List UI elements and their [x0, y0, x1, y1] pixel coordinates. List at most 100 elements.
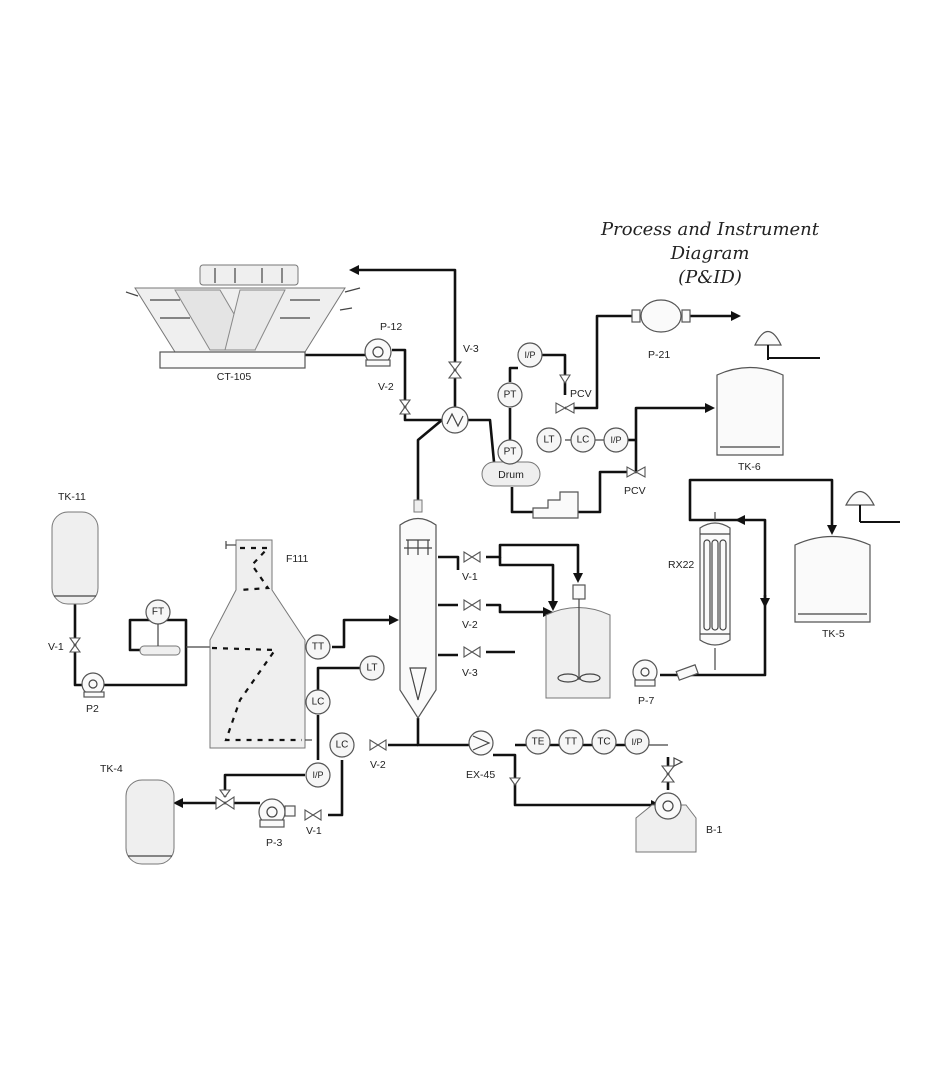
pipe-hx-drum	[468, 418, 496, 463]
lt-drum-label: LT	[544, 435, 555, 446]
pipe-v2-reactor	[486, 603, 553, 617]
pt-lower-label: PT	[504, 447, 517, 458]
tt-ex: TT	[558, 729, 584, 755]
tk4-label: TK-4	[100, 763, 123, 775]
exchanger-ex45: EX-45	[466, 730, 522, 786]
pipe-ip-valve	[223, 773, 305, 797]
lc-column-label: LC	[312, 697, 325, 708]
v3-top-label: V-3	[463, 343, 479, 355]
v3-col-label: V-3	[462, 667, 478, 679]
pipe-drum-trap	[510, 487, 533, 514]
pipe-lt	[316, 666, 360, 700]
pump-p3: P-3	[258, 798, 296, 849]
boiler-b1: B-1	[635, 792, 723, 853]
pipe-pcv-p21	[565, 314, 632, 410]
b1-label: B-1	[706, 824, 723, 836]
pipe-lc-v1	[328, 760, 344, 817]
pipe-p12-hx	[392, 348, 442, 422]
tt-furnace: TT	[305, 634, 331, 660]
ip-top: I/P	[517, 342, 543, 368]
valve-v3-top: V-3	[447, 343, 479, 379]
furnace-f111: F111	[209, 539, 312, 749]
diagram-title: Process and Instrument Diagram (P&ID)	[560, 218, 860, 290]
tc-label: TC	[597, 737, 610, 748]
tank-tk11: TK-11	[51, 491, 99, 605]
valve-boiler	[660, 757, 684, 783]
pipe-column-bottom	[416, 718, 470, 747]
valve-v1-left: V-1	[48, 637, 82, 653]
ex45-label: EX-45	[466, 769, 495, 781]
valve-tk4	[215, 789, 235, 811]
valve-pcv-top: PCV	[555, 374, 592, 414]
pipe-outlet-1	[438, 555, 460, 570]
pt-lower: PT	[497, 439, 523, 465]
valve-v1-bottom: V-1	[304, 809, 322, 837]
cooling-tower: CT-105	[125, 264, 361, 383]
te-instrument: TE	[525, 729, 551, 755]
pcv-top-label: PCV	[570, 388, 592, 400]
v1-left-label: V-1	[48, 641, 64, 653]
pump-p2: P2	[81, 672, 105, 715]
valve-v1-column: V-1	[462, 551, 481, 583]
drum-label: Drum	[498, 469, 524, 481]
pcv-mid-label: PCV	[624, 485, 646, 497]
pump-p7: P-7	[632, 659, 699, 707]
p2-label: P2	[86, 703, 99, 715]
p7-label: P-7	[638, 695, 655, 707]
lc-bottom: LC	[329, 732, 355, 758]
ip-ex-label: I/P	[631, 737, 642, 747]
pipe-to-tk6	[578, 403, 715, 514]
p21-label: P-21	[648, 349, 670, 361]
ip-ex: I/P	[624, 729, 650, 755]
valve-v2-bottom: V-2	[369, 739, 387, 771]
ip-drum-label: I/P	[610, 435, 621, 445]
title-line-1: Process and Instrument Diagram	[601, 219, 819, 264]
pt-upper-label: PT	[504, 390, 517, 401]
pipe-v1-reactor-2	[498, 557, 558, 611]
valve-pcv-mid: PCV	[624, 466, 646, 497]
lc-column: LC	[305, 689, 331, 715]
tk6-label: TK-6	[738, 461, 761, 473]
pipe-rx22-tk5	[688, 478, 837, 535]
ip-top-label: I/P	[524, 350, 535, 360]
heat-exchanger-top	[441, 406, 469, 434]
v2-col-label: V-2	[462, 619, 478, 631]
tank-tk4: TK-4	[100, 763, 175, 865]
agitated-reactor	[545, 584, 611, 699]
lc-drum-label: LC	[577, 435, 590, 446]
lt-column: LT	[359, 655, 385, 681]
pipe-pt-ip	[508, 366, 518, 382]
valve-v2-top: V-2	[378, 381, 412, 415]
pump-p21: P-21	[631, 299, 691, 361]
tank-tk6: TK-6	[716, 330, 820, 473]
valve-v3-column: V-3	[462, 646, 481, 679]
pipe-v1-reactor	[486, 543, 583, 583]
ft-instrument: FT	[139, 599, 181, 656]
tc-instrument: TC	[591, 729, 617, 755]
pipe-tk11-p2	[73, 602, 82, 687]
te-label: TE	[532, 737, 545, 748]
ip-bottom-label: I/P	[312, 770, 323, 780]
lt-drum: LT	[536, 427, 562, 453]
v2-bottom-label: V-2	[370, 759, 386, 771]
f111-label: F111	[286, 553, 309, 565]
steam-trap	[532, 491, 579, 519]
v2-top-label: V-2	[378, 381, 394, 393]
v1-col-label: V-1	[462, 571, 478, 583]
p3-label: P-3	[266, 837, 283, 849]
lt-column-label: LT	[367, 663, 378, 674]
ip-bottom: I/P	[305, 762, 331, 788]
pt-upper: PT	[497, 382, 523, 408]
valve-v2-column: V-2	[462, 599, 481, 631]
pipe-hx-column	[416, 419, 443, 500]
ct105-label: CT-105	[217, 371, 252, 383]
pipe-tt-column	[332, 615, 399, 649]
lc-drum: LC	[570, 427, 596, 453]
p12-label: P-12	[380, 321, 402, 333]
title-line-2: (P&ID)	[678, 267, 742, 288]
tt-furnace-label: TT	[312, 642, 324, 653]
tt-ex-label: TT	[565, 737, 577, 748]
tank-tk5: TK-5	[794, 490, 900, 640]
tk5-label: TK-5	[822, 628, 845, 640]
lc-bottom-label: LC	[336, 740, 349, 751]
